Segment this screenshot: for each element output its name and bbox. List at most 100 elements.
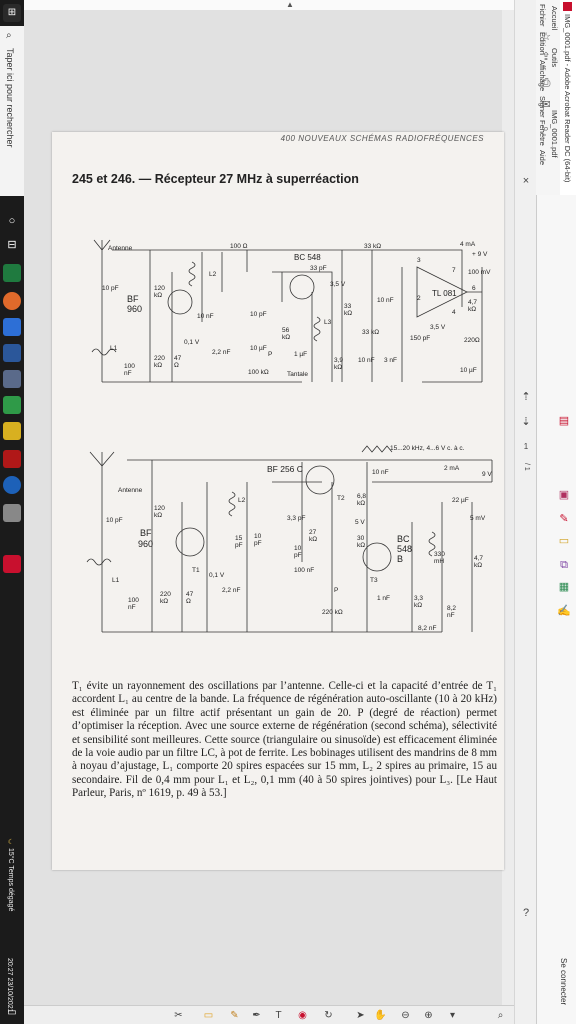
s2-label: 15...20 kHz, 4...6 V c. à c. bbox=[390, 445, 465, 452]
organize-icon[interactable]: ▦ bbox=[558, 581, 570, 593]
s2-label: kΩ bbox=[474, 562, 482, 569]
pen-icon[interactable]: ✒ bbox=[252, 1010, 261, 1021]
acrobat-taskbar-icon[interactable] bbox=[3, 555, 21, 573]
close-doc-icon[interactable]: × bbox=[522, 175, 530, 187]
s2-label: kΩ bbox=[154, 512, 162, 519]
task-view-icon[interactable]: ○ bbox=[8, 215, 16, 227]
s2-label: Antenne bbox=[118, 487, 143, 494]
apps-icon[interactable]: ⊟ bbox=[7, 239, 17, 251]
scissors-icon[interactable]: ✂ bbox=[174, 1010, 183, 1021]
moon-icon: ☾ bbox=[7, 838, 14, 848]
s2-label: Ω bbox=[186, 598, 191, 605]
s1-label: L1 bbox=[110, 345, 118, 352]
start-icon[interactable]: ⊞ bbox=[3, 4, 21, 22]
acrobat-titlebar: IMG_0001.pdf - Adobe Acrobat Reader DC (… bbox=[560, 0, 576, 195]
s2-label: 15 bbox=[235, 535, 243, 542]
firefox-icon[interactable] bbox=[3, 292, 21, 310]
highlight-icon[interactable]: ✎ bbox=[230, 1010, 239, 1021]
rotate-icon[interactable]: ↻ bbox=[324, 1010, 333, 1021]
page-header: 400 NOUVEAUX SCHÉMAS RADIOFRÉQUENCES bbox=[280, 134, 484, 143]
search-doc-icon[interactable]: ⌕ bbox=[497, 1010, 504, 1021]
menu-window[interactable]: Fenêtre bbox=[538, 120, 547, 146]
export-pdf-icon[interactable]: ▤ bbox=[558, 415, 570, 427]
clock[interactable]: 20:27 23/10/2021 bbox=[6, 958, 13, 1013]
text-icon[interactable]: T bbox=[275, 1010, 282, 1021]
menu-file[interactable]: Fichier bbox=[538, 4, 547, 27]
find-icon[interactable]: ⌕ bbox=[542, 123, 550, 135]
search-input[interactable]: ⌕ Taper ici pour rechercher bbox=[0, 26, 24, 196]
s1-label: 100 Ω bbox=[230, 243, 248, 250]
s1-label: L2 bbox=[209, 271, 217, 278]
menu-sign[interactable]: Signer bbox=[538, 96, 547, 118]
comment-icon[interactable]: ▭ bbox=[203, 1010, 214, 1021]
s2-label: 8,2 bbox=[447, 605, 456, 612]
zoom-out-icon[interactable]: ⊖ bbox=[401, 1010, 410, 1021]
sign-in-link[interactable]: Se connecter bbox=[559, 958, 568, 1006]
upload-icon[interactable]: ⇪ bbox=[541, 51, 551, 63]
s1-label: 960 bbox=[127, 304, 142, 314]
s1-label: 2 bbox=[417, 295, 421, 302]
s2-label: 10 pF bbox=[106, 517, 123, 524]
scroll-up-icon[interactable]: ▲ bbox=[286, 0, 294, 9]
excel-icon[interactable] bbox=[3, 264, 21, 282]
s1-label: kΩ bbox=[468, 306, 476, 313]
star-icon[interactable]: ☆ bbox=[541, 31, 551, 43]
s2-label: kΩ bbox=[357, 500, 365, 507]
tab-tools[interactable]: Outils bbox=[550, 48, 559, 68]
s1-label: P bbox=[268, 351, 272, 358]
help-icon[interactable]: ? bbox=[522, 907, 530, 919]
weather-widget[interactable]: ☾ 15°C Temps dégagé bbox=[6, 838, 14, 911]
s1-label: nF bbox=[124, 370, 132, 377]
s2-label: pF bbox=[254, 540, 262, 547]
s2-label: kΩ bbox=[414, 602, 422, 609]
settings-app-icon[interactable] bbox=[3, 370, 21, 388]
s2-label: 100 bbox=[128, 597, 139, 604]
print-icon[interactable]: ⎙ bbox=[541, 77, 551, 89]
document-viewport[interactable]: 400 NOUVEAUX SCHÉMAS RADIOFRÉQUENCES 245… bbox=[24, 10, 504, 1010]
tab-home[interactable]: Accueil bbox=[550, 6, 559, 31]
s2-label: 47 bbox=[186, 591, 194, 598]
onedrive-icon[interactable] bbox=[3, 318, 21, 336]
page-current[interactable]: 1 bbox=[523, 442, 529, 451]
pointer-icon[interactable]: ➤ bbox=[356, 1010, 365, 1021]
create-pdf-icon[interactable]: ✎ bbox=[559, 513, 569, 525]
star-app-icon[interactable] bbox=[3, 396, 21, 414]
menu-view[interactable]: Affichage bbox=[538, 60, 547, 92]
schematic-2-wires bbox=[86, 445, 493, 633]
s2-label: kΩ bbox=[160, 598, 168, 605]
s1-label: Antenne bbox=[108, 245, 133, 252]
comment-tool-icon[interactable]: ▭ bbox=[558, 535, 570, 547]
s2-label: BC bbox=[397, 534, 410, 544]
s1-label: + 9 V bbox=[472, 251, 488, 258]
email-icon[interactable]: ✉ bbox=[541, 99, 551, 111]
blue-app-icon[interactable] bbox=[3, 476, 21, 494]
zoom-in-icon[interactable]: ⊕ bbox=[424, 1010, 433, 1021]
s2-label: kΩ bbox=[309, 536, 317, 543]
page-up-icon[interactable]: ⇡ bbox=[521, 391, 531, 403]
s1-label: 4 bbox=[452, 309, 456, 316]
menu-edit[interactable]: Edition bbox=[538, 32, 547, 55]
s2-label: 4,7 bbox=[474, 555, 483, 562]
s2-label: 1 nF bbox=[377, 595, 390, 602]
hand-icon[interactable]: ✋ bbox=[374, 1010, 387, 1021]
fill-sign-icon[interactable]: ✍ bbox=[557, 605, 571, 617]
zoom-field-icon[interactable]: ▾ bbox=[449, 1010, 456, 1021]
s2-label: 220 kΩ bbox=[322, 609, 343, 616]
red-app-icon[interactable] bbox=[3, 450, 21, 468]
word-icon[interactable] bbox=[3, 344, 21, 362]
yellow-app-icon[interactable] bbox=[3, 422, 21, 440]
notifications-icon[interactable]: ▭ bbox=[7, 1007, 17, 1018]
combine-icon[interactable]: ⧉ bbox=[560, 559, 568, 571]
page-title: 245 et 246. — Récepteur 27 MHz à superré… bbox=[72, 172, 359, 186]
s1-label: 4 mA bbox=[460, 241, 476, 248]
stamp-icon[interactable]: ◉ bbox=[298, 1010, 307, 1021]
menu-help[interactable]: Aide bbox=[538, 150, 547, 166]
s1-label: 10 pF bbox=[250, 311, 267, 318]
s1-label: 10 nF bbox=[197, 313, 214, 320]
s2-label: 9 V bbox=[482, 471, 492, 478]
page-down-icon[interactable]: ⇣ bbox=[521, 416, 531, 428]
doc-tab[interactable]: IMG_0001.pdf bbox=[550, 110, 559, 158]
schematic-2: 15...20 kHz, 4...6 V c. à c. BF 256 C 10… bbox=[86, 445, 493, 633]
edit-pdf-icon[interactable]: ▣ bbox=[558, 489, 570, 501]
gray-app-icon[interactable] bbox=[3, 504, 21, 522]
